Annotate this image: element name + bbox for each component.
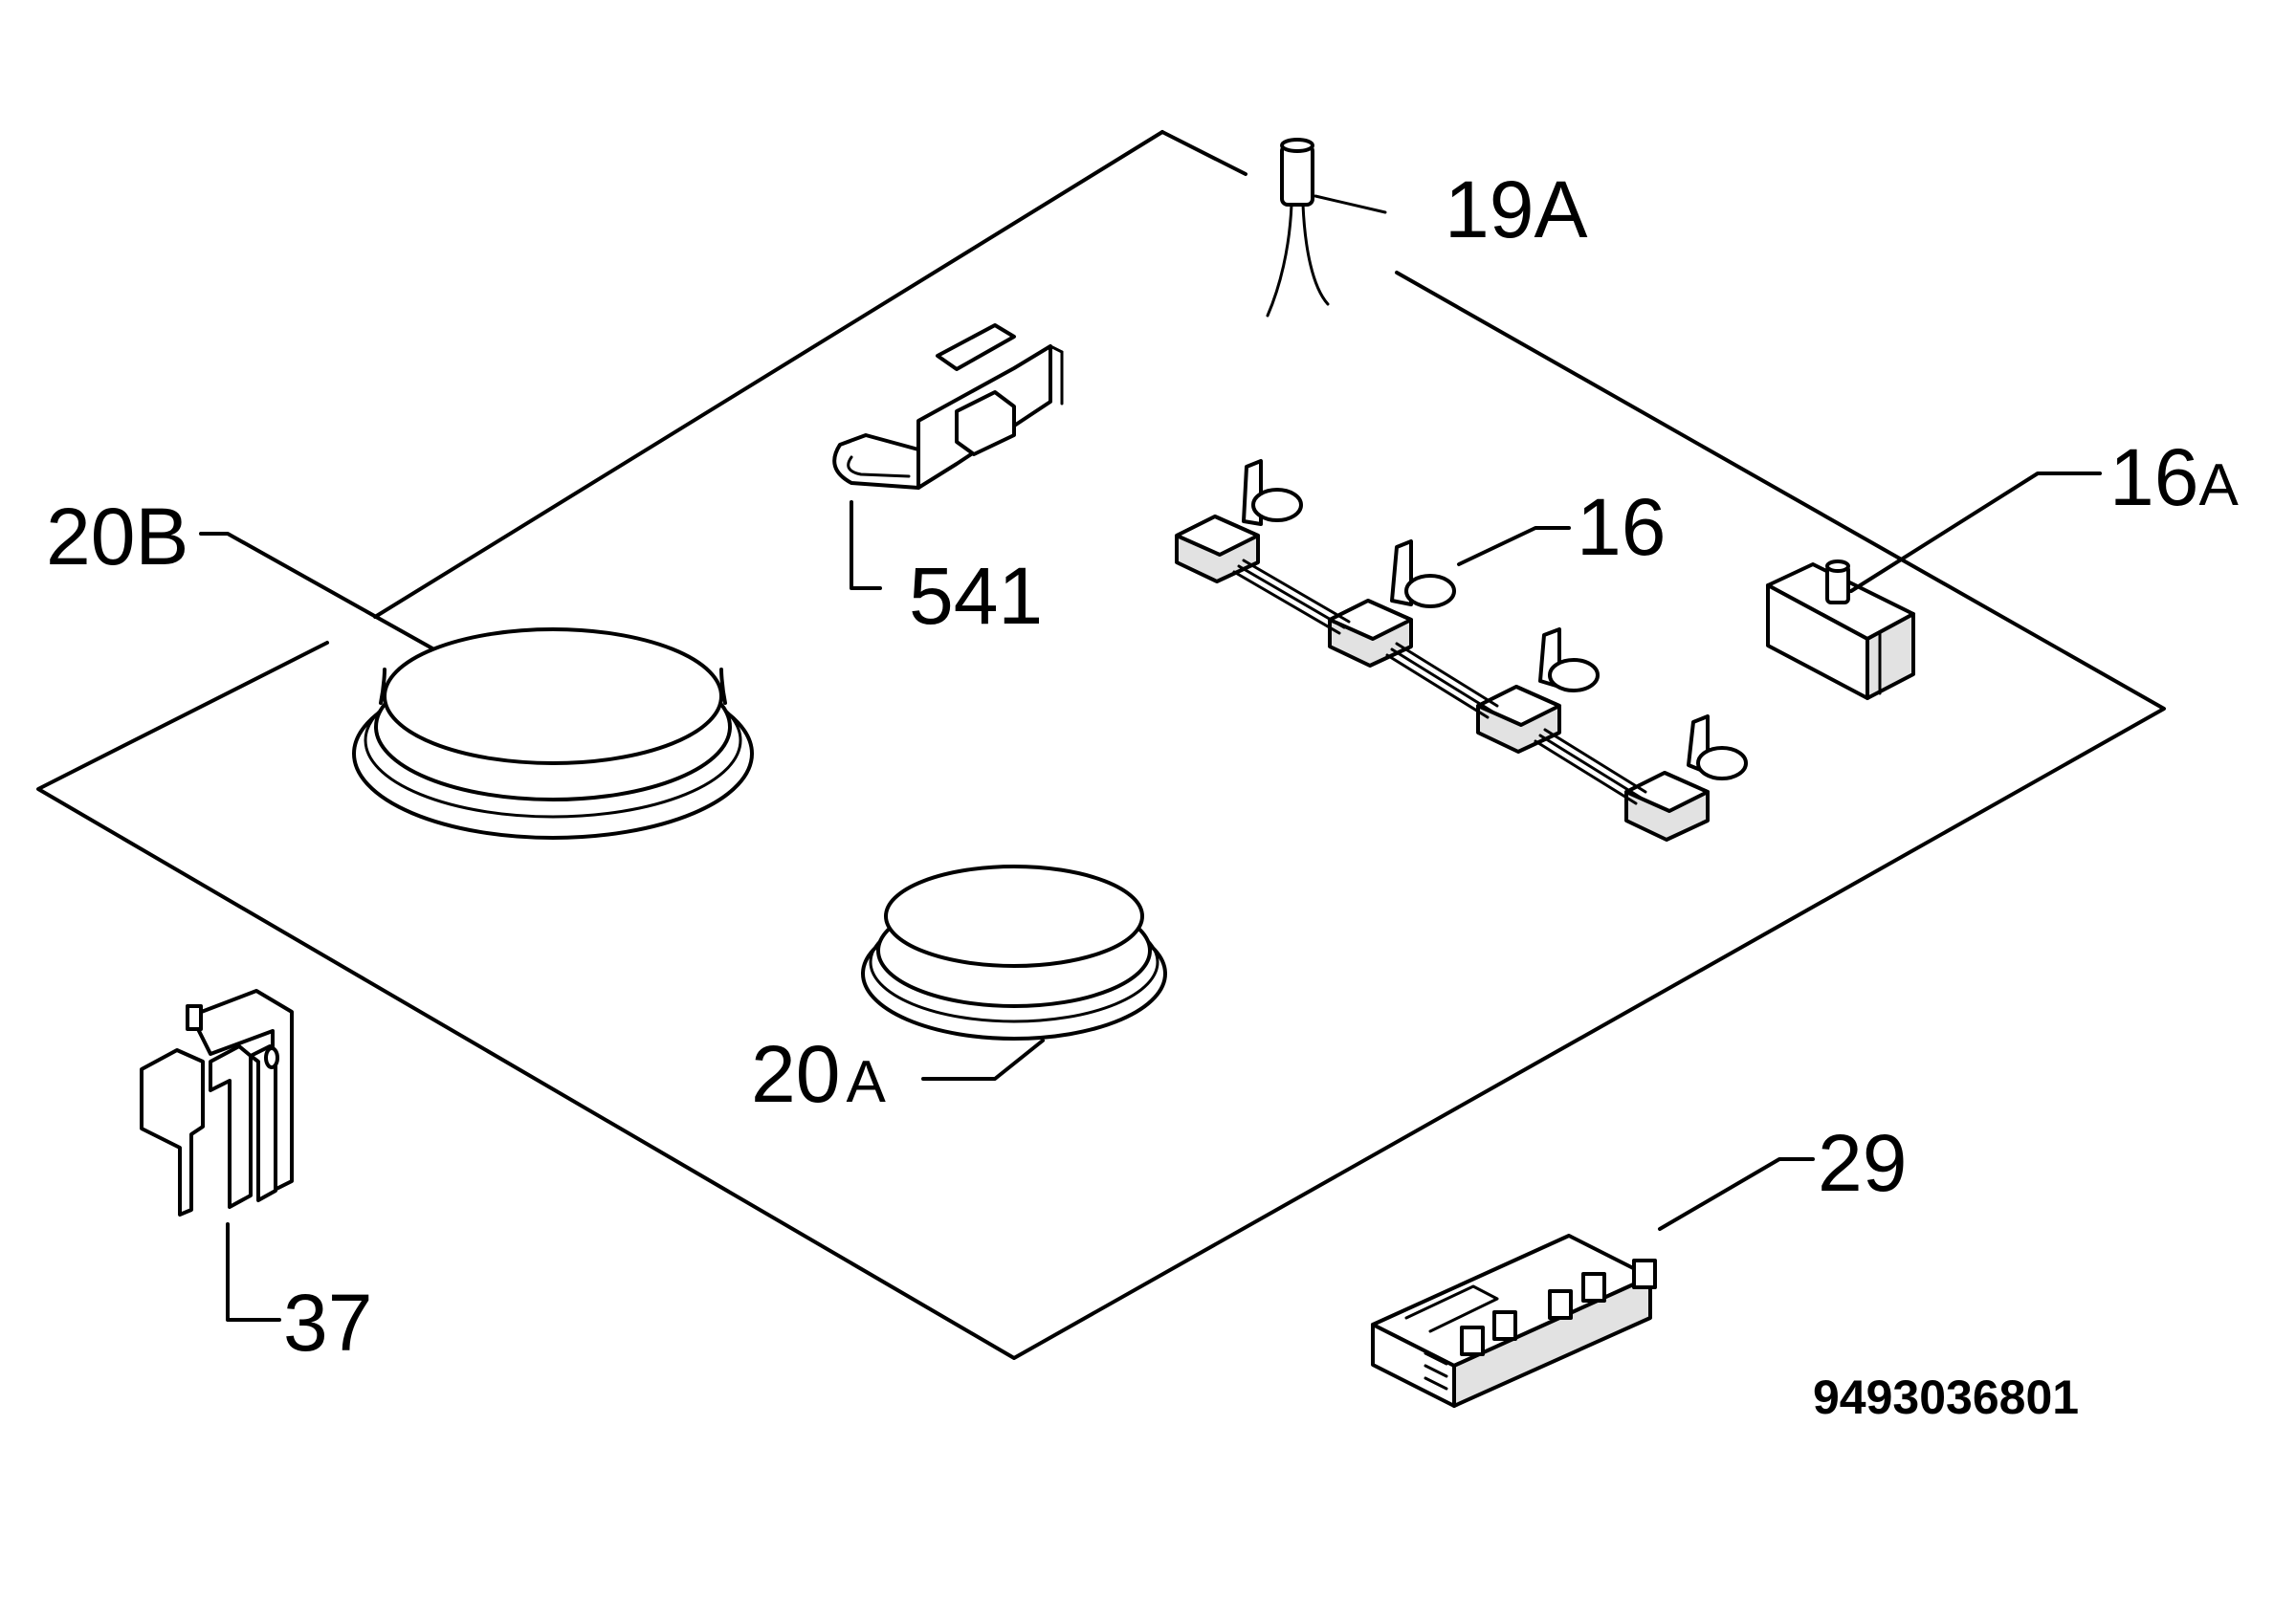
label-20b: 20B: [46, 492, 188, 581]
harness-wires: [1232, 559, 1647, 805]
harness-switch-4: [1624, 714, 1748, 842]
label-16a: 16A: [2109, 432, 2239, 522]
label-16: 16: [1577, 482, 1666, 572]
label-29: 29: [1818, 1118, 1907, 1208]
part-16a-switch: [1766, 472, 2102, 700]
label-19a: 19A: [1445, 164, 1587, 254]
label-20a: 20A: [751, 1029, 886, 1119]
hob-plate-outline: [36, 130, 2166, 1360]
label-37: 37: [283, 1278, 372, 1368]
part-19a-thermocouple: [1266, 138, 1387, 318]
harness-switch-3: [1476, 627, 1600, 754]
part-16-switch-harness: [1175, 459, 1748, 842]
drawing-code: 9493036801: [1813, 1371, 2079, 1424]
harness-switch-1: [1175, 459, 1303, 583]
part-541-clip: [832, 323, 1064, 590]
part-20a-small-burner: [861, 865, 1167, 1081]
harness-switch-2: [1328, 539, 1456, 668]
part-29-generator: [1371, 1157, 1815, 1408]
label-541: 541: [909, 551, 1043, 641]
part-37-bracket: [140, 989, 294, 1322]
part-20b-large-burner: [199, 532, 754, 840]
